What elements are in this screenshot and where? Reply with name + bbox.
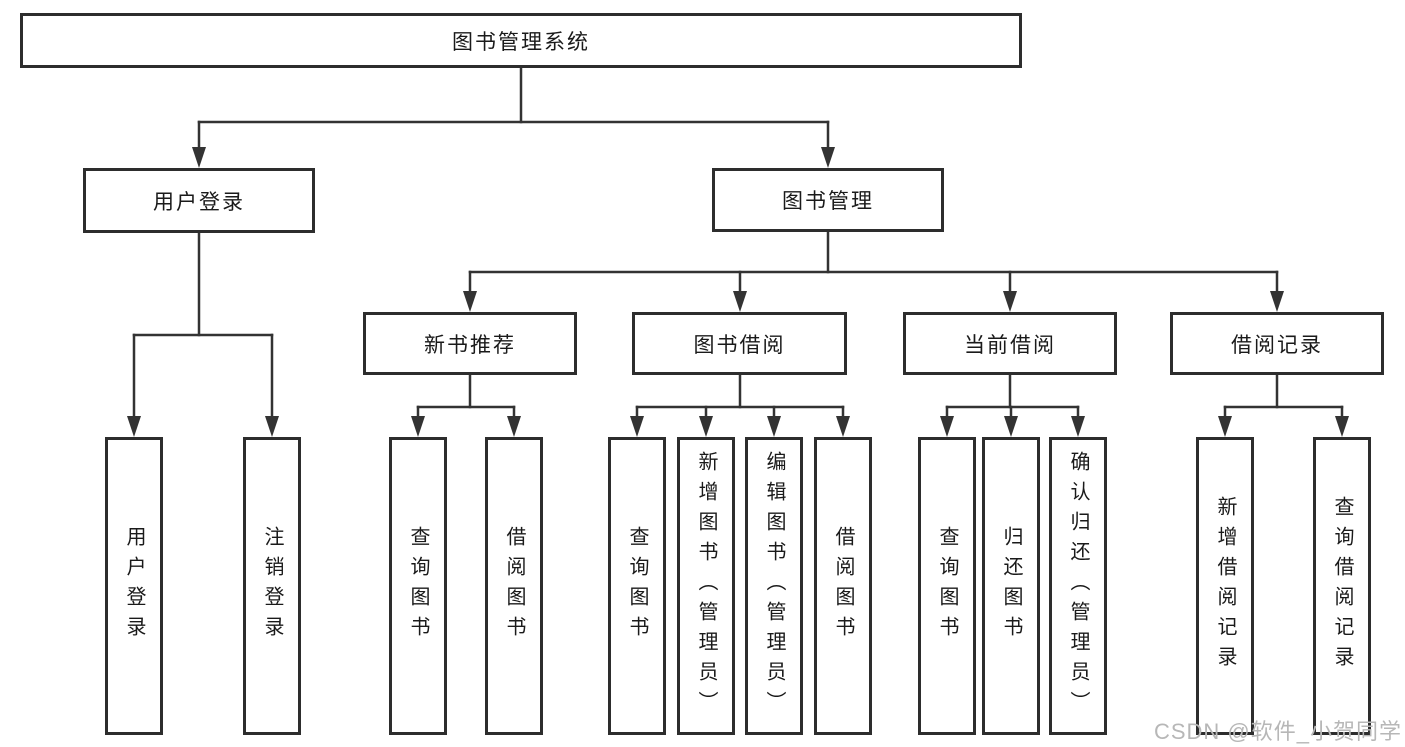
node-leaf-borrow-books-recommend: 借阅图书 [485, 437, 543, 735]
node-label: 归还图书 [1000, 526, 1022, 646]
arrowhead-down-icon [836, 416, 850, 437]
arrowhead-down-icon [1003, 291, 1017, 312]
node-book-borrowing: 图书借阅 [632, 312, 847, 375]
arrowhead-down-icon [630, 416, 644, 437]
csdn-watermark: CSDN @软件_小贺同学 [1153, 719, 1402, 744]
node-leaf-add-borrow-record: 新增借阅记录 [1196, 437, 1254, 735]
arrowhead-down-icon [1004, 416, 1018, 437]
node-leaf-confirm-return-admin: 确认归还（管理员） [1049, 437, 1107, 735]
node-label: 新增图书（管理员） [695, 451, 717, 721]
node-label: 借阅记录 [1231, 333, 1323, 357]
node-book-management: 图书管理 [712, 168, 944, 232]
node-leaf-query-books-current: 查询图书 [918, 437, 976, 735]
node-user-login: 用户登录 [83, 168, 315, 233]
arrowhead-down-icon [265, 416, 279, 437]
arrowhead-down-icon [1218, 416, 1232, 437]
node-label: 图书管理系统 [452, 30, 590, 54]
arrowhead-down-icon [699, 416, 713, 437]
arrowhead-down-icon [1071, 416, 1085, 437]
node-leaf-query-books-borrowing: 查询图书 [608, 437, 666, 735]
arrowhead-down-icon [1270, 291, 1284, 312]
node-label: 编辑图书（管理员） [763, 451, 785, 721]
node-leaf-borrow-books-borrowing: 借阅图书 [814, 437, 872, 735]
arrowhead-down-icon [192, 147, 206, 168]
arrowhead-down-icon [411, 416, 425, 437]
node-label: 查询图书 [626, 526, 648, 646]
node-leaf-query-borrow-record: 查询借阅记录 [1313, 437, 1371, 735]
node-label: 图书管理 [782, 190, 874, 213]
node-label: 确认归还（管理员） [1067, 451, 1089, 721]
node-label: 注销登录 [261, 526, 283, 646]
node-leaf-query-books-recommend: 查询图书 [389, 437, 447, 735]
node-label: 查询图书 [407, 526, 429, 646]
node-leaf-logout: 注销登录 [243, 437, 301, 735]
node-leaf-add-books-admin: 新增图书（管理员） [677, 437, 735, 735]
node-label: 查询图书 [936, 526, 958, 646]
arrowhead-down-icon [767, 416, 781, 437]
node-leaf-user-login: 用户登录 [105, 437, 163, 735]
node-new-book-recommend: 新书推荐 [363, 312, 577, 375]
arrowhead-down-icon [463, 291, 477, 312]
arrowhead-down-icon [127, 416, 141, 437]
node-label: 当前借阅 [964, 333, 1056, 357]
node-label: 用户登录 [153, 190, 245, 214]
node-label: 查询借阅记录 [1331, 496, 1353, 676]
arrowhead-down-icon [940, 416, 954, 437]
node-label: 借阅图书 [832, 526, 854, 646]
node-current-borrowing: 当前借阅 [903, 312, 1117, 375]
node-label: 新书推荐 [424, 333, 516, 357]
node-root: 图书管理系统 [20, 13, 1022, 68]
arrowhead-down-icon [733, 291, 747, 312]
node-label: 用户登录 [123, 526, 145, 646]
node-leaf-return-books: 归还图书 [982, 437, 1040, 735]
node-label: 借阅图书 [503, 526, 525, 646]
node-leaf-edit-books-admin: 编辑图书（管理员） [745, 437, 803, 735]
node-borrowing-records: 借阅记录 [1170, 312, 1384, 375]
arrowhead-down-icon [821, 147, 835, 168]
node-label: 新增借阅记录 [1214, 496, 1236, 676]
arrowhead-down-icon [1335, 416, 1349, 437]
arrowhead-down-icon [507, 416, 521, 437]
node-label: 图书借阅 [693, 333, 786, 357]
